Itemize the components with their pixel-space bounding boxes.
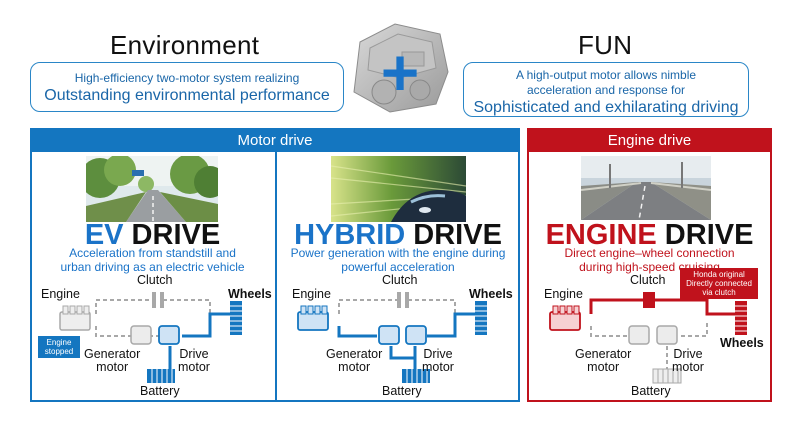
engine-title-suffix: DRIVE bbox=[656, 219, 754, 251]
hybrid-generator-line-1: Generator bbox=[326, 347, 383, 361]
environment-line-2: Outstanding environmental performance bbox=[44, 87, 330, 104]
engine-mode-wheels-icon bbox=[733, 300, 749, 336]
engine-description-line-1: Direct engine–wheel connection bbox=[564, 246, 735, 260]
engine-mode-generator-motor-icon bbox=[628, 325, 650, 345]
engine-mode-drive-line-1: Drive bbox=[673, 347, 703, 361]
hybrid-generator-line-2: motor bbox=[338, 360, 371, 374]
engine-mode-battery-icon bbox=[652, 368, 682, 384]
plus-symbol: + bbox=[380, 35, 420, 109]
hybrid-drive-title: HYBRID DRIVE bbox=[276, 220, 520, 250]
callout-line-3: via clutch bbox=[702, 288, 736, 297]
powertrain-illustration bbox=[340, 12, 460, 122]
hybrid-description-line-1: Power generation with the engine during bbox=[290, 246, 506, 260]
engine-drive-photo bbox=[581, 156, 711, 220]
hybrid-generator-motor-icon bbox=[378, 325, 400, 345]
hybrid-description: Power generation with the engine during … bbox=[276, 246, 520, 274]
hybrid-title-suffix: DRIVE bbox=[405, 219, 502, 251]
engine-stopped-line-1: Engine bbox=[46, 338, 72, 347]
environment-line-1: High-efficiency two-motor system realizi… bbox=[74, 71, 300, 85]
ev-engine-label: Engine bbox=[41, 287, 80, 301]
engine-mode-drive-motor-icon bbox=[656, 325, 678, 345]
fun-line-2: acceleration and response for bbox=[526, 83, 686, 97]
ev-drive-line-1: Drive bbox=[179, 347, 209, 361]
hybrid-description-line-2: powerful acceleration bbox=[341, 260, 455, 274]
ev-generator-line-2: motor bbox=[96, 360, 129, 374]
hybrid-title-prefix: HYBRID bbox=[294, 219, 406, 251]
engine-mode-wheels-label: Wheels bbox=[720, 336, 764, 350]
engine-drive-header: Engine drive bbox=[529, 130, 770, 152]
callout-line-1: Honda original bbox=[693, 270, 745, 279]
engine-title-prefix: ENGINE bbox=[545, 219, 657, 251]
ev-drive-title: EV DRIVE bbox=[30, 220, 275, 250]
engine-drive-title: ENGINE DRIVE bbox=[527, 220, 772, 250]
fun-line-1: A high-output motor allows nimble bbox=[515, 68, 697, 82]
engine-powertrain-diagram bbox=[531, 276, 771, 400]
ev-engine-icon bbox=[58, 304, 92, 332]
ev-title-prefix: EV bbox=[84, 219, 124, 251]
panel-divider bbox=[275, 150, 277, 400]
callout-line-2: Directly connected bbox=[686, 279, 752, 288]
engine-mode-clutch-label: Clutch bbox=[630, 273, 666, 287]
hybrid-powertrain-diagram bbox=[279, 276, 519, 400]
ev-description-line-1: Acceleration from standstill and bbox=[69, 246, 236, 260]
hybrid-battery-label: Battery bbox=[382, 384, 422, 398]
engine-stopped-badge: Engine stopped bbox=[38, 336, 80, 358]
motor-drive-header: Motor drive bbox=[32, 130, 518, 152]
ev-description-line-2: urban driving as an electric vehicle bbox=[60, 260, 245, 274]
hybrid-wheels-icon bbox=[473, 300, 489, 336]
ev-clutch-label: Clutch bbox=[137, 273, 173, 287]
ev-description: Acceleration from standstill and urban d… bbox=[30, 246, 275, 274]
engine-mode-generator-line-1: Generator bbox=[575, 347, 632, 361]
direct-connection-callout: Honda original Directly connected via cl… bbox=[680, 268, 758, 299]
engine-mode-engine-icon bbox=[548, 304, 582, 332]
hybrid-drive-line-1: Drive bbox=[423, 347, 453, 361]
engine-mode-drive-line-2: motor bbox=[672, 360, 704, 374]
fun-line-3: Sophisticated and exhilarating driving bbox=[473, 99, 739, 116]
ev-wheels-icon bbox=[228, 300, 244, 336]
hybrid-battery-icon bbox=[401, 368, 431, 384]
fun-box: A high-output motor allows nimble accele… bbox=[463, 62, 749, 117]
engine-drive-panel: Engine drive bbox=[527, 128, 772, 402]
engine-mode-engine-label: Engine bbox=[544, 287, 583, 301]
ev-generator-motor-icon bbox=[130, 325, 152, 345]
ev-powertrain-diagram bbox=[34, 276, 274, 400]
ev-drive-line-2: motor bbox=[178, 360, 210, 374]
motor-drive-panel: Motor drive bbox=[30, 128, 520, 402]
ev-wheels-label: Wheels bbox=[228, 287, 272, 301]
hybrid-drive-motor-icon bbox=[405, 325, 427, 345]
hybrid-clutch-label: Clutch bbox=[382, 273, 418, 287]
hybrid-drive-photo bbox=[331, 156, 466, 222]
engine-mode-generator-line-2: motor bbox=[587, 360, 620, 374]
fun-heading: FUN bbox=[578, 30, 633, 60]
ev-drive-motor-icon bbox=[158, 325, 180, 345]
hybrid-drive-line-2: motor bbox=[422, 360, 454, 374]
environment-heading: Environment bbox=[110, 30, 260, 60]
ev-battery-label: Battery bbox=[140, 384, 180, 398]
ev-generator-line-1: Generator bbox=[84, 347, 141, 361]
ev-drive-photo bbox=[86, 156, 218, 222]
environment-box: High-efficiency two-motor system realizi… bbox=[30, 62, 344, 112]
ev-battery-icon bbox=[146, 368, 176, 384]
ev-title-suffix: DRIVE bbox=[123, 219, 221, 251]
engine-mode-battery-label: Battery bbox=[631, 384, 671, 398]
engine-stopped-line-2: stopped bbox=[44, 347, 74, 356]
hybrid-engine-icon bbox=[296, 304, 330, 332]
hybrid-wheels-label: Wheels bbox=[469, 287, 513, 301]
hybrid-engine-label: Engine bbox=[292, 287, 331, 301]
